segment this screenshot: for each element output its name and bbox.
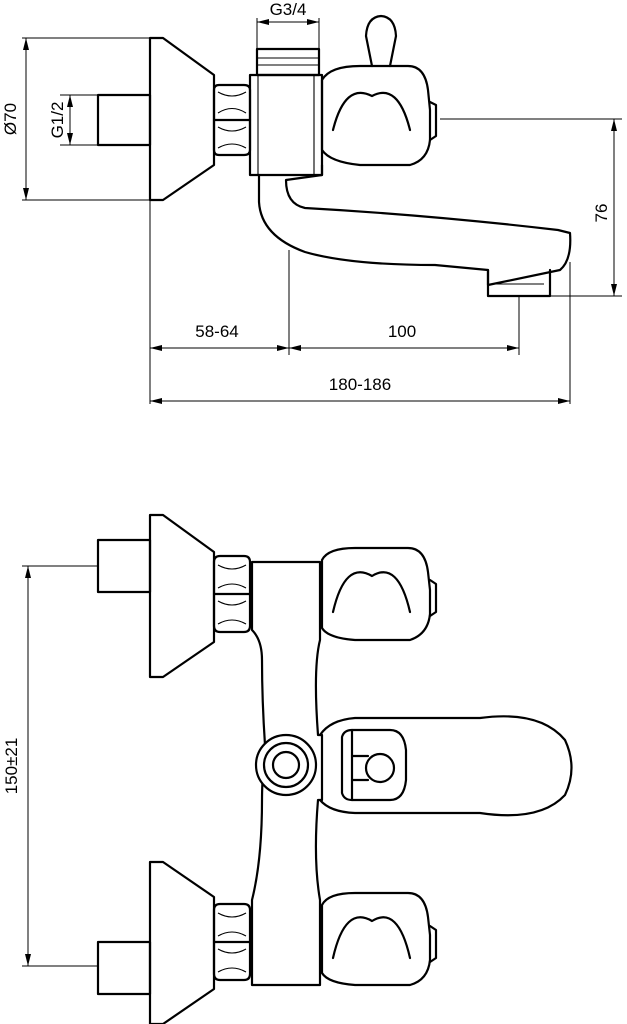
lower-hex-nut (212, 902, 252, 982)
label-outlet-thread: G3/4 (270, 0, 307, 19)
lever-handle (364, 14, 398, 68)
label-inlet-thread: G1/2 (48, 102, 67, 139)
valve-body (248, 73, 324, 177)
label-body-to-spout: 100 (388, 322, 416, 341)
upper-valve-handle (320, 546, 438, 642)
hex-nut (212, 83, 252, 157)
upper-hex-nut (212, 554, 252, 634)
front-view: 150±21 (2, 513, 573, 1024)
spout (257, 163, 572, 287)
wall-rosette (148, 36, 216, 202)
label-inlet-centers: 150±21 (2, 738, 21, 795)
lower-inlet-pipe (96, 940, 152, 996)
lower-valve-handle (320, 891, 438, 987)
label-rosette-diameter: Ø70 (1, 103, 20, 135)
outlet-fitting (254, 733, 318, 797)
diverter (340, 728, 408, 802)
lower-rosette (148, 860, 216, 1024)
upper-inlet-pipe (96, 538, 152, 594)
mixer-body (250, 560, 324, 987)
outlet-connection (255, 47, 321, 77)
label-overall-projection: 180-186 (329, 375, 391, 394)
upper-rosette (148, 513, 216, 679)
side-view: G3/4 G1/2 Ø70 76 58-64 100 180-186 (1, 0, 622, 404)
front-spout (318, 715, 573, 817)
inlet-pipe (96, 93, 152, 147)
valve-handle (320, 64, 438, 167)
label-spout-height: 76 (592, 204, 611, 223)
label-wall-to-body: 58-64 (195, 322, 238, 341)
